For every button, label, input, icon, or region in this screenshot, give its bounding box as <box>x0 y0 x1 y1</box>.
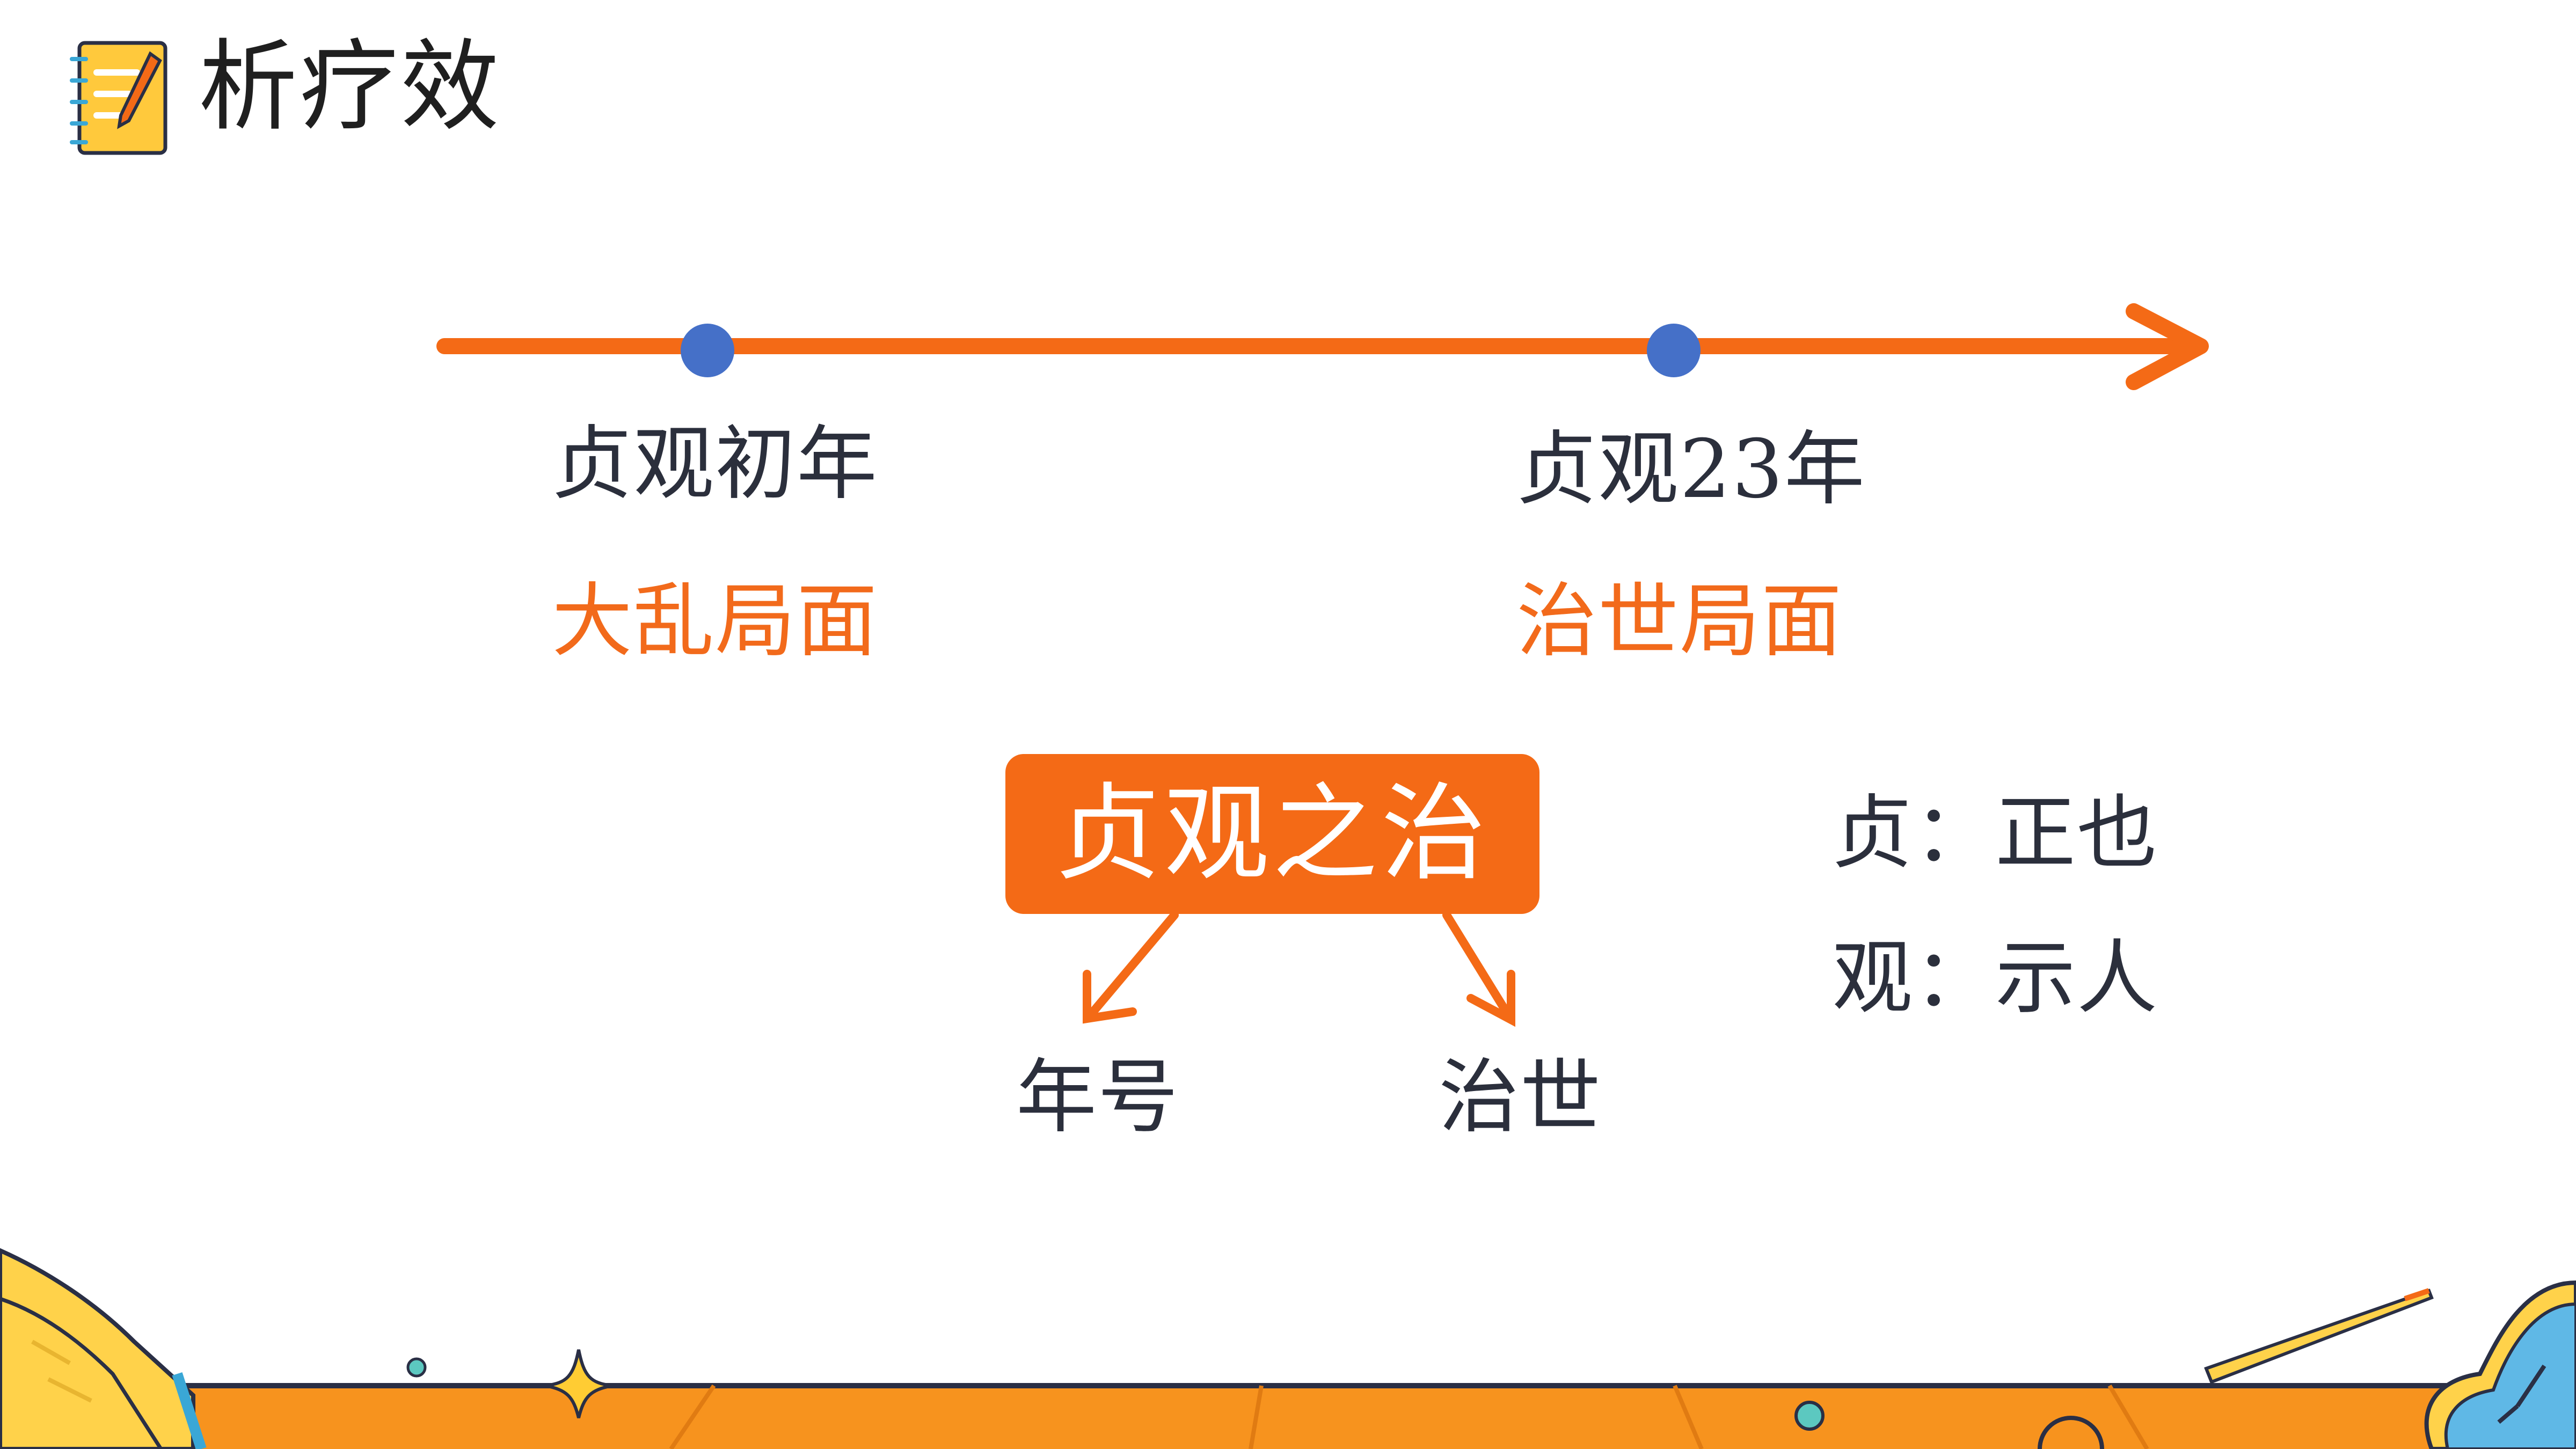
decor-dot-right <box>1794 1401 1825 1431</box>
timeline-arrow <box>436 303 2209 390</box>
branch-label-good-governance: 治世 <box>1439 1051 1602 1144</box>
page-title: 析疗效 <box>199 30 502 144</box>
clock-icon <box>2424 1280 2576 1449</box>
timeline-state-start: 大乱局面 <box>552 575 879 668</box>
branch-arrow-right <box>1442 911 1515 1027</box>
timeline-label-end: 贞观23年 <box>1516 423 1866 516</box>
book-icon <box>0 1248 207 1449</box>
footer-band <box>0 1383 2576 1449</box>
notebook-pencil-icon <box>70 41 167 155</box>
sparkle-icon <box>545 1349 612 1418</box>
timeline-state-end: 治世局面 <box>1516 575 1843 668</box>
timeline-label-start: 贞观初年 <box>552 418 879 511</box>
pencil-icon <box>2204 1288 2434 1384</box>
gloss-line-guan: 观：示人 <box>1832 932 2159 1025</box>
concept-term: 贞观之治 <box>1055 773 1490 895</box>
timeline-dot-end <box>1647 324 1701 377</box>
branch-label-era-name: 年号 <box>1016 1051 1180 1144</box>
decor-dot-left <box>406 1357 427 1378</box>
concept-box: 贞观之治 <box>1005 754 1539 914</box>
gloss-line-zhen: 贞：正也 <box>1832 787 2159 880</box>
timeline-dot-start <box>681 324 734 377</box>
branch-arrow-left <box>1083 911 1179 1024</box>
